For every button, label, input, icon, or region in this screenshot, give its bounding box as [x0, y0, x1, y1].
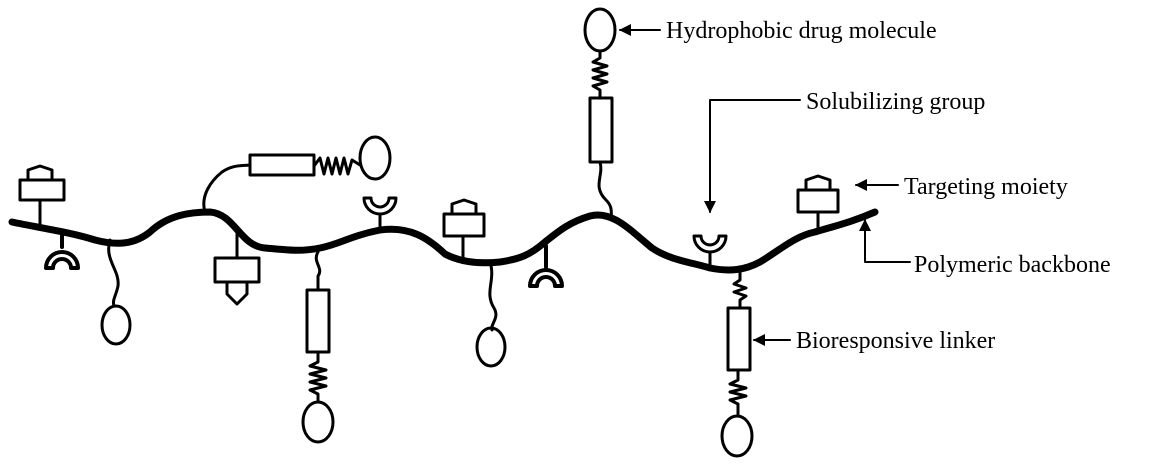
label-targeting-moiety: Targeting moiety — [904, 174, 1068, 200]
linker-drug-pendant-2 — [301, 250, 335, 444]
targeting-moiety-1 — [18, 164, 66, 226]
solubilizing-group-1 — [44, 232, 80, 270]
polymeric-backbone — [8, 208, 879, 274]
targeting-moiety-3 — [442, 198, 486, 264]
linker-drug-pendant-3 — [720, 270, 754, 458]
targeting-moiety-4 — [796, 174, 840, 234]
drug-pendant-2 — [475, 260, 507, 368]
arrow-solubilizing — [704, 99, 801, 213]
label-bioresponsive-linker: Bioresponsive linker — [796, 328, 995, 354]
label-solubilizing-group: Solubilizing group — [806, 89, 985, 115]
label-polymeric-backbone: Polymeric backbone — [914, 252, 1111, 278]
targeting-moiety-2 — [213, 232, 261, 306]
arrow-backbone — [859, 219, 911, 263]
label-hydrophobic-drug: Hydrophobic drug molecule — [666, 18, 937, 44]
solubilizing-group-3 — [528, 244, 564, 288]
solubilizing-group-2 — [362, 196, 398, 230]
linker-drug-pendant-top — [583, 7, 617, 220]
drug-pendant-1 — [100, 238, 132, 346]
solubilizing-group-4 — [692, 234, 728, 268]
linker-drug-pendant-upper — [202, 135, 392, 214]
